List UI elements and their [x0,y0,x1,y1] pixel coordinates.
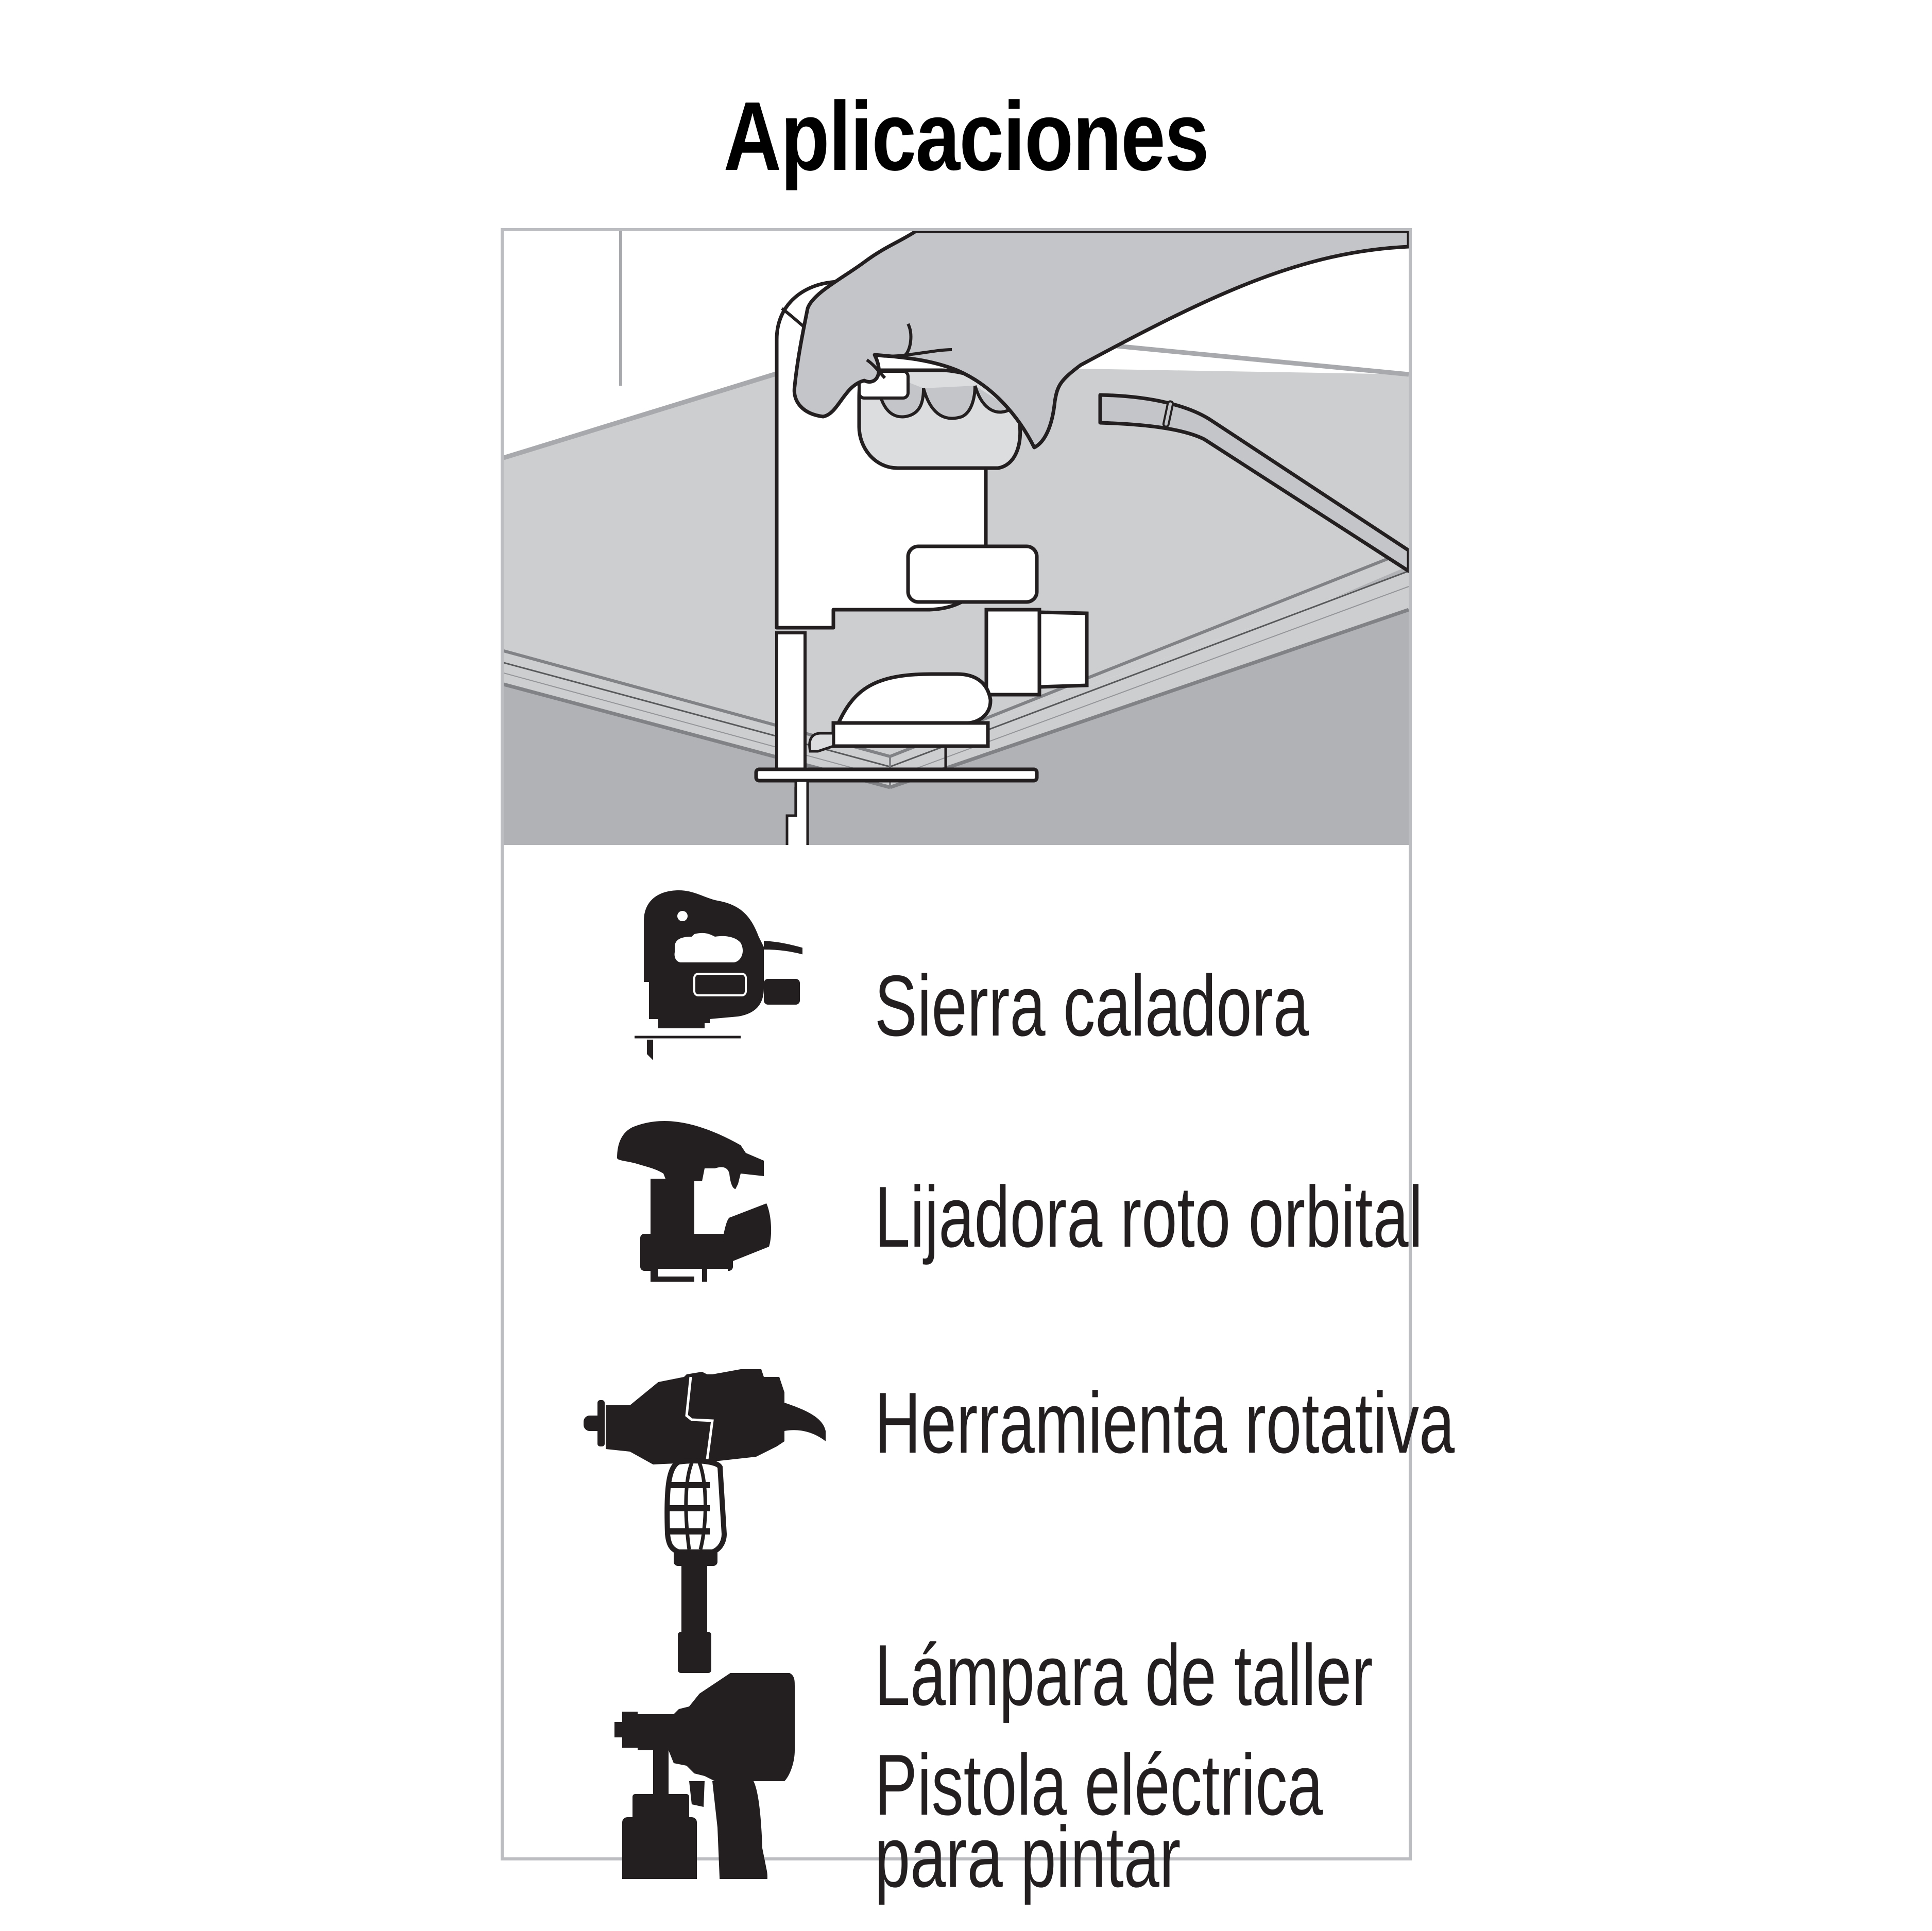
application-label: Lámpara de taller [875,1627,1373,1723]
application-item-jigsaw: Sierra caladora [504,885,1409,1060]
rotary-tool-icon [584,1369,826,1464]
application-label-line2: para pintar [875,1808,1181,1905]
application-label-line1: Pistola eléctrica [875,1736,1323,1833]
orbital-sander-icon [617,1120,772,1282]
application-item-orbital-sander: Lijadora roto orbital [504,1096,1423,1282]
page-title: Aplicaciones [723,82,1209,191]
application-label: Sierra caladora [875,957,1309,1054]
application-item-paint-spray-gun: Pistola eléctrica para pintar [504,1673,1409,1905]
application-label: Herramienta rotativa [875,1374,1455,1471]
jigsaw-usage-illustration [504,231,1409,845]
applications-panel: Sierra caladora Lijadora roto orbital He… [501,228,1455,1900]
jigsaw-icon [635,890,802,1060]
application-item-rotary-tool: Herramienta rotativa [504,1323,1455,1477]
application-item-work-lamp: Lámpara de taller [504,1457,1409,1718]
application-label: Lijadora roto orbital [875,1168,1423,1265]
work-lamp-icon [664,1458,727,1673]
paint-spray-gun-icon [614,1673,795,1879]
